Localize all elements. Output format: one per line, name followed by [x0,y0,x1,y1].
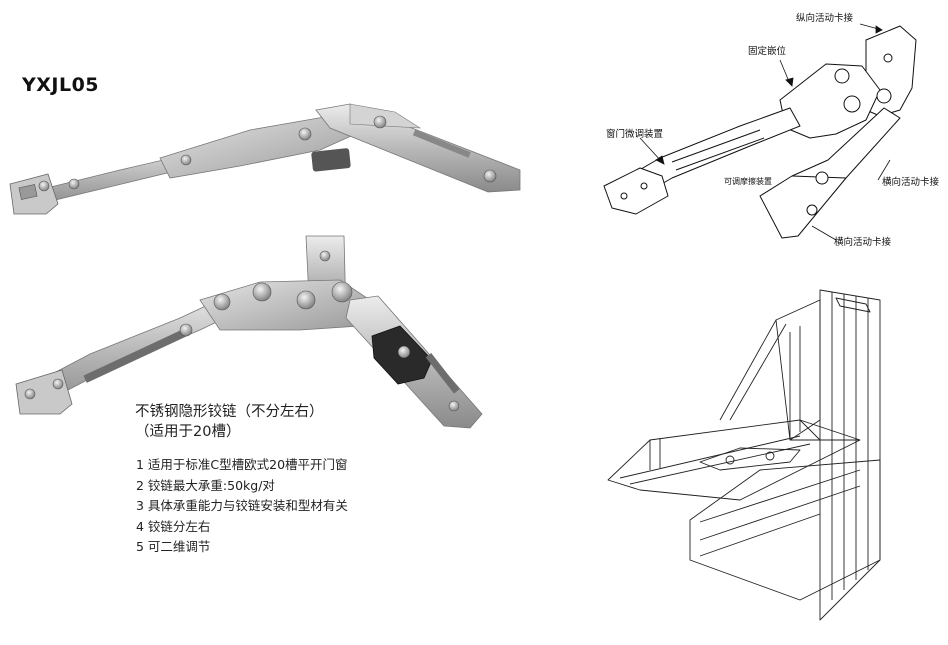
callout-horizontal-clip-bottom: 横向活动卡接 [834,237,892,248]
callout-horizontal-clip-right: 横向活动卡接 [882,177,940,188]
product-title: 不锈钢隐形铰链（不分左右） [135,404,324,420]
feature-item: 5 可二维调节 [136,539,211,555]
callout-friction: 可调摩擦装置 [724,177,772,186]
feature-item: 1 适用于标准C型槽欧式20槽平开门窗 [136,457,348,472]
feature-item: 3 具体承重能力与铰链安装和型材有关 [136,498,348,514]
callout-sash-adjust: 窗门微调装置 [606,129,664,140]
feature-item: 2 铰链最大承重:50kg/对 [136,477,275,493]
feature-item: 4 铰链分左右 [136,518,211,534]
product-subtitle: （适用于20槽） [135,424,241,440]
callout-vertical-clip: 纵向活动卡接 [796,13,854,24]
feature-list: 1 适用于标准C型槽欧式20槽平开门窗 2 铰链最大承重:50kg/对 3 具体… [136,455,348,558]
callout-fixed-position: 固定嵌位 [748,46,787,57]
model-code: YXJL05 [22,74,100,96]
